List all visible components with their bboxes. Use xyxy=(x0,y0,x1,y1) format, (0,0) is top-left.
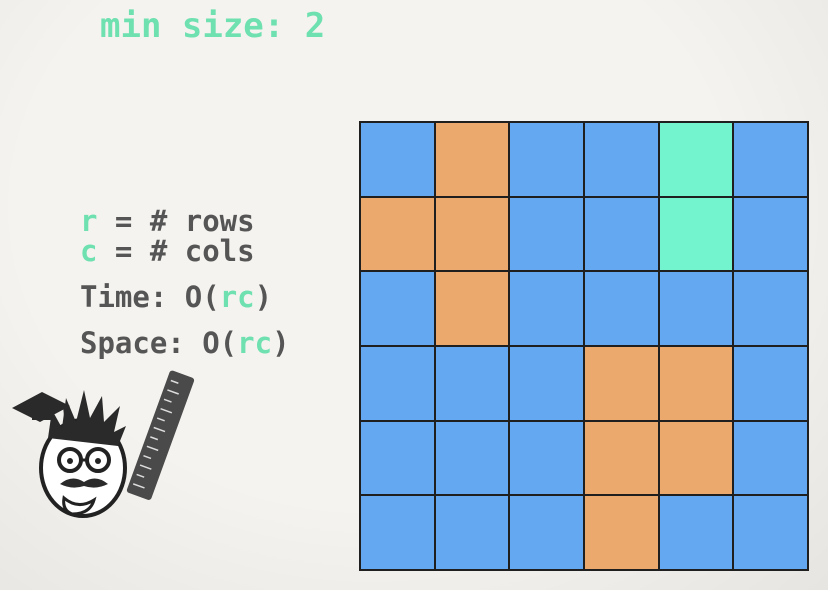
grid-cell-water xyxy=(510,197,583,271)
cols-definition: c = # cols xyxy=(80,236,290,266)
time-prefix: Time: O( xyxy=(80,280,220,314)
grid-cell-water xyxy=(659,272,733,345)
grid-cell-water xyxy=(584,197,658,271)
grid-cell-water xyxy=(361,272,434,345)
grid-cell-water xyxy=(734,123,807,196)
grid-cell-highlight xyxy=(659,197,733,271)
grid-cell-water xyxy=(435,421,509,495)
grid-cell-water xyxy=(734,272,807,345)
cols-variable: c xyxy=(80,234,98,268)
grid-cell-water xyxy=(510,272,583,345)
grid-cell-water xyxy=(435,496,509,569)
time-suffix: ) xyxy=(254,280,273,314)
professor-mascot-icon xyxy=(12,370,195,518)
grid-cell-water xyxy=(734,346,807,420)
grid-cell-water xyxy=(584,272,658,345)
rows-definition: r = # rows xyxy=(80,206,290,236)
grid-cell-land xyxy=(361,197,434,271)
cols-label: = # cols xyxy=(97,234,255,268)
space-variable: rc xyxy=(237,326,273,360)
grid-cell-water xyxy=(361,123,434,196)
grid-cell-water xyxy=(734,421,807,495)
grid-cell-water xyxy=(584,123,658,196)
grid-cell-land xyxy=(435,123,509,196)
complexity-info: r = # rows c = # cols Time: O(rc) Space:… xyxy=(80,206,290,358)
grid-cell-land xyxy=(435,197,509,271)
grid-cell-highlight xyxy=(659,123,733,196)
grid-cell-land xyxy=(435,272,509,345)
grid-cell-water xyxy=(361,496,434,569)
grid-cell-land xyxy=(584,421,658,495)
grid-cell-land xyxy=(584,496,658,569)
space-suffix: ) xyxy=(272,326,290,360)
time-complexity: Time: O(rc) xyxy=(80,282,290,312)
grid-cell-water xyxy=(510,496,583,569)
grid-cell-land xyxy=(584,346,658,420)
space-complexity: Space: O(rc) xyxy=(80,328,290,358)
island-grid xyxy=(359,121,809,571)
space-prefix: Space: O( xyxy=(80,326,238,360)
grid-cell-water xyxy=(734,197,807,271)
grid-cell-water xyxy=(659,496,733,569)
min-size-title: min size: 2 xyxy=(100,6,326,46)
grid-cell-water xyxy=(510,421,583,495)
grid-cell-water xyxy=(361,346,434,420)
grid-cell-water xyxy=(734,496,807,569)
grid-cell-water xyxy=(361,421,434,495)
rows-variable: r xyxy=(80,204,98,238)
grid-cell-water xyxy=(510,123,583,196)
grid-cell-water xyxy=(435,346,509,420)
rows-label: = # rows xyxy=(97,204,255,238)
grid-cell-land xyxy=(659,421,733,495)
grid-cell-water xyxy=(510,346,583,420)
grid-cell-land xyxy=(659,346,733,420)
time-variable: rc xyxy=(219,280,255,314)
